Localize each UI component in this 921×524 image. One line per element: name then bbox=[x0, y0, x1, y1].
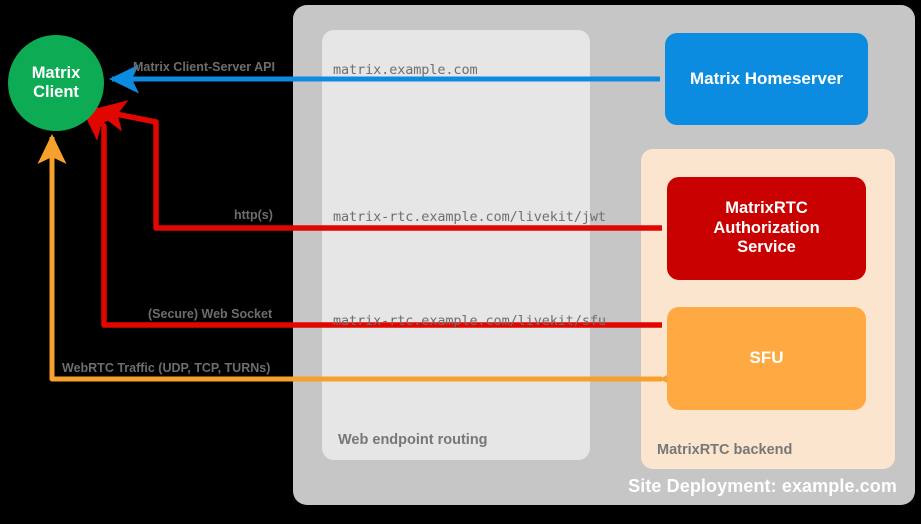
node-matrixrtc-authorization-service[interactable]: MatrixRTC Authorization Service bbox=[667, 177, 866, 280]
node-sfu[interactable]: SFU bbox=[667, 307, 866, 410]
node-matrix-client[interactable]: Matrix Client bbox=[8, 35, 104, 131]
web-endpoint-routing-container: Web endpoint routing bbox=[322, 30, 590, 460]
endpoint-livekit-jwt: matrix-rtc.example.com/livekit/jwt bbox=[333, 209, 606, 225]
sfu-label: SFU bbox=[749, 348, 784, 368]
web-endpoint-routing-label: Web endpoint routing bbox=[338, 432, 488, 448]
label-webrtc-traffic: WebRTC Traffic (UDP, TCP, TURNs) bbox=[62, 361, 271, 375]
label-secure-web-socket: (Secure) Web Socket bbox=[148, 307, 273, 321]
label-matrix-client-server-api: Matrix Client-Server API bbox=[133, 60, 275, 74]
node-matrix-homeserver[interactable]: Matrix Homeserver bbox=[665, 33, 868, 125]
label-http-s: http(s) bbox=[234, 208, 273, 222]
matrix-homeserver-label: Matrix Homeserver bbox=[689, 68, 844, 88]
endpoint-livekit-sfu: matrix-rtc.example.com/livekit/sfu bbox=[333, 313, 606, 329]
auth-service-label-line2: Authorization bbox=[713, 218, 820, 237]
matrixrtc-backend-label: MatrixRTC backend bbox=[657, 442, 793, 458]
site-deployment-label: Site Deployment: example.com bbox=[628, 476, 897, 496]
endpoint-matrix-example-com: matrix.example.com bbox=[333, 62, 478, 78]
auth-service-label-line3: Service bbox=[737, 238, 796, 257]
auth-service-label-line1: MatrixRTC bbox=[725, 198, 808, 217]
matrix-client-label-line1: Matrix bbox=[31, 63, 81, 82]
matrix-client-label-line2: Client bbox=[33, 83, 79, 101]
